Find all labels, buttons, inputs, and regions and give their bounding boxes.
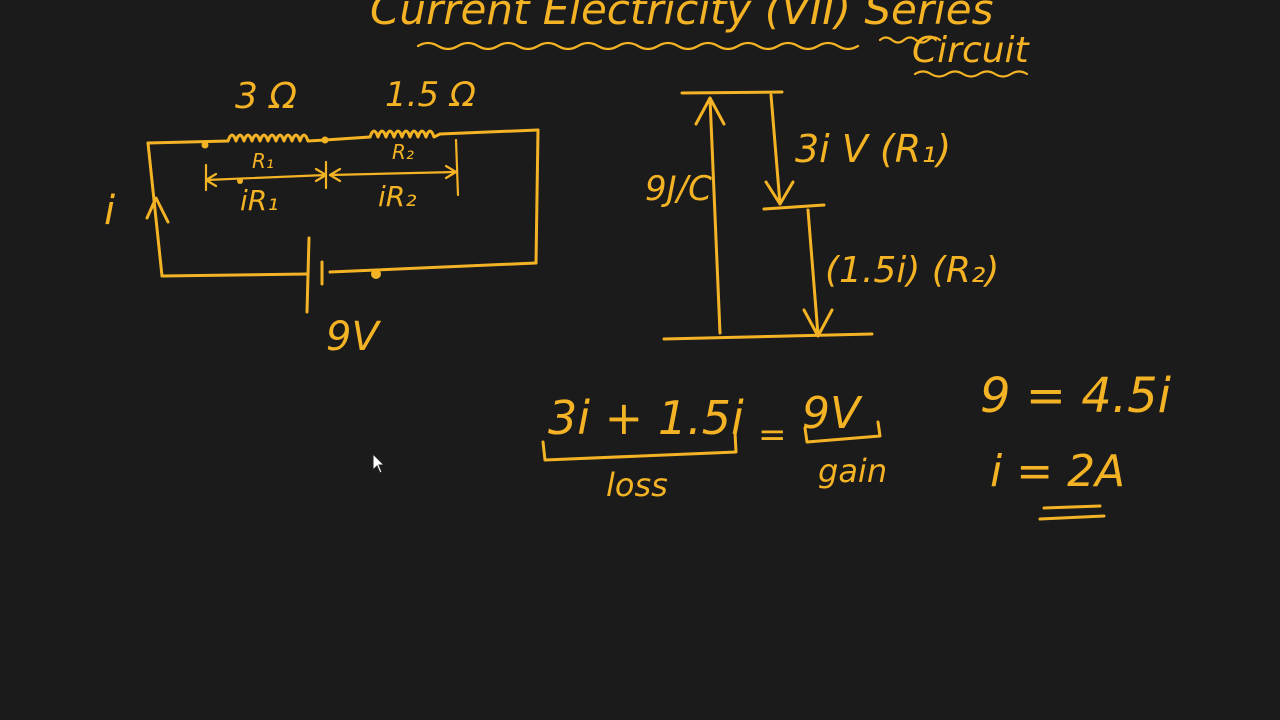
equation-equals: =: [758, 415, 787, 455]
current-label: i: [104, 188, 115, 234]
drop2-potential-label: (1.5i) (R₂): [825, 250, 999, 291]
top-wire-left: [146, 139, 230, 145]
gain-caption: gain: [818, 452, 887, 490]
solution: 9 = 4.5i i = 2A: [980, 368, 1172, 521]
solution-line1: 9 = 4.5i: [980, 368, 1172, 424]
energy-equation: 3i + 1.5i loss = 9V gain: [541, 388, 887, 504]
drop2-label: iR₂: [378, 180, 416, 213]
r2-label: R₂: [392, 140, 414, 164]
right-wire: [534, 128, 540, 265]
equation-right: 9V: [802, 388, 863, 439]
title-underline-wave: [416, 41, 860, 51]
resistor-r1-zigzag: [226, 133, 327, 143]
resistor-r2-zigzag: [368, 129, 442, 139]
battery-voltage-label: 9V: [326, 314, 381, 360]
drop1-bracket: [204, 160, 328, 192]
middle-level-line: [762, 203, 826, 211]
r2-value-label: 1.5 Ω: [385, 75, 476, 115]
drop1-dot: [237, 178, 243, 184]
title-text: Current Electricity (VII) Series: [370, 0, 994, 34]
series-circuit: 3 Ω 1.5 Ω 9V R₁ R₂ iR₁ iR₂ i: [104, 75, 540, 360]
battery-terminal-dot: [371, 269, 381, 279]
answer-double-underline: [1038, 504, 1106, 521]
subtitle-underline-wave: [878, 36, 1029, 78]
battery-long-plate: [305, 236, 311, 314]
solution-line2: i = 2A: [990, 446, 1125, 497]
source-rise-arrow: [694, 96, 726, 335]
mouse-cursor-icon: [372, 452, 386, 474]
drop1-arrow: [764, 93, 795, 206]
left-wire: [146, 141, 164, 278]
drop1-label: iR₁: [240, 184, 278, 217]
drop1-potential-label: 3i V (R₁): [795, 127, 951, 171]
top-wire-middle: [323, 135, 372, 142]
ground-level-line: [662, 332, 874, 341]
bottom-wire-right: [328, 261, 538, 274]
node-a: [201, 141, 209, 149]
top-level-line: [680, 90, 784, 95]
loss-caption: loss: [606, 466, 668, 504]
title-subtitle: Circuit: [912, 30, 1031, 71]
current-arrow-icon: [145, 196, 170, 224]
gain-bracket: [803, 420, 882, 444]
node-b: [321, 136, 329, 144]
r1-value-label: 3 Ω: [235, 76, 297, 117]
loss-bracket: [541, 430, 738, 462]
top-wire-right: [438, 128, 540, 136]
potential-diagram: 9J/C 3i V (R₁) (1.5i) (R₂): [645, 90, 999, 341]
equation-left: 3i + 1.5i: [548, 391, 744, 445]
source-emf-label: 9J/C: [645, 169, 712, 209]
bottom-wire-left: [160, 272, 309, 278]
drop2-bracket: [328, 138, 460, 197]
r1-label: R₁: [252, 149, 274, 173]
